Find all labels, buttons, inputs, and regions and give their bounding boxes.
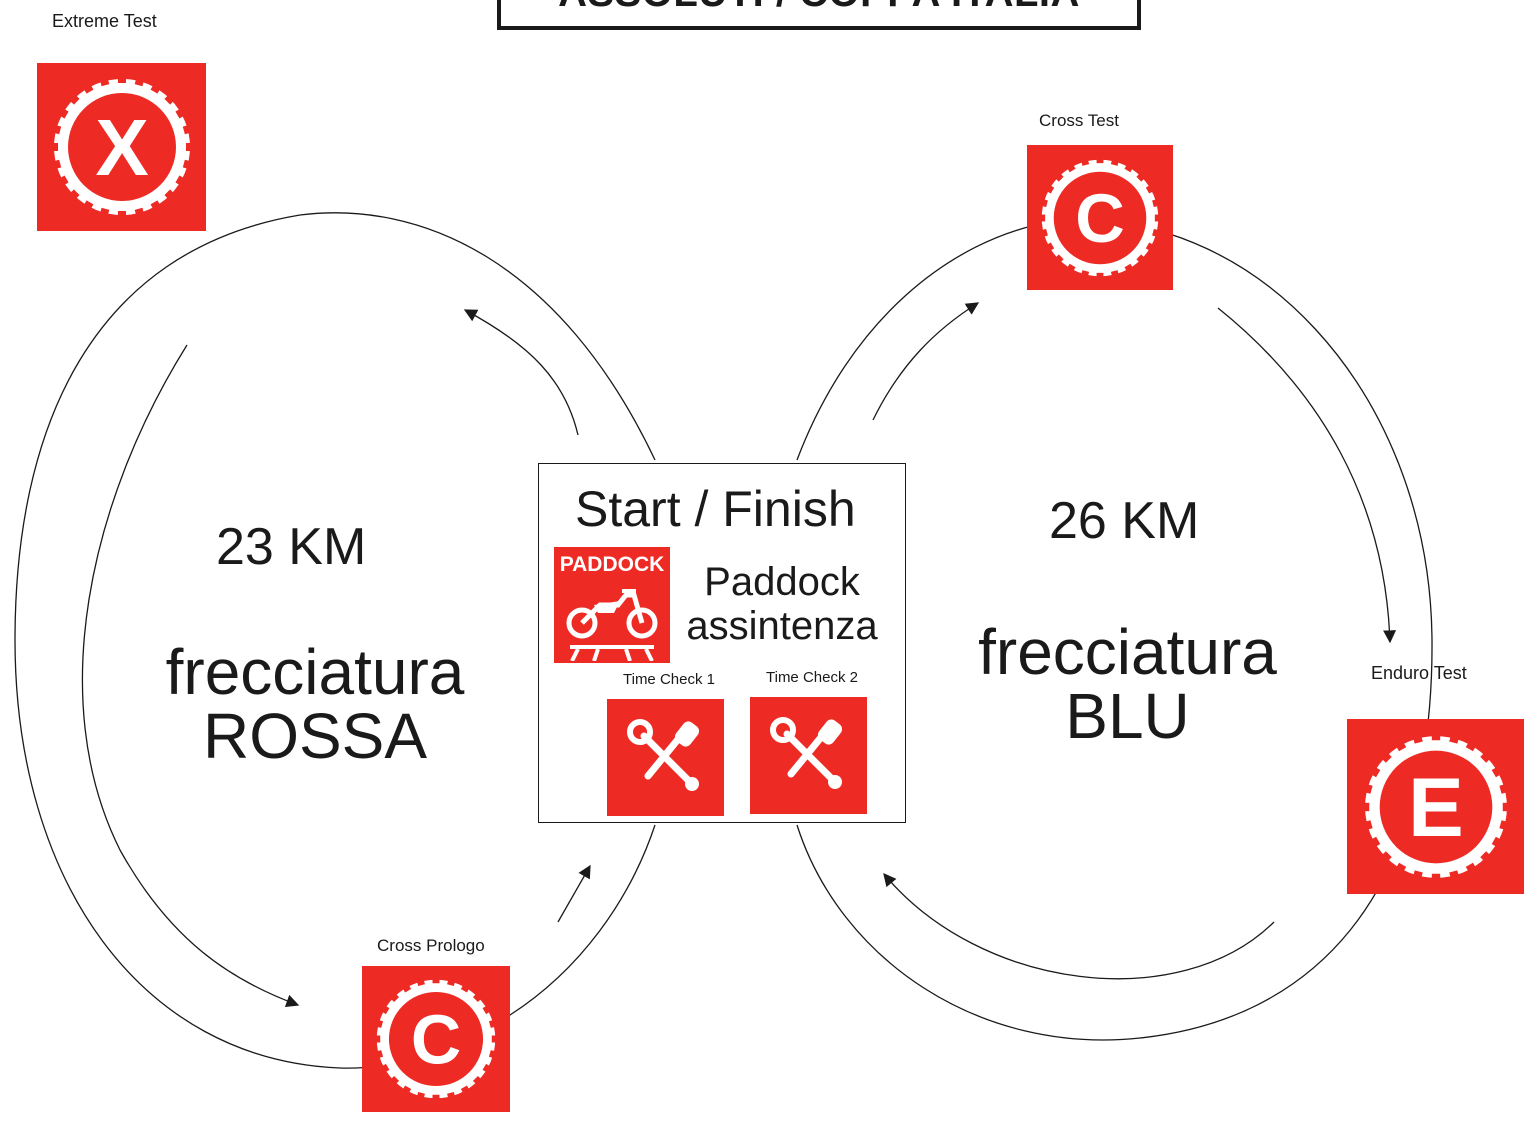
right-loop-distance: 26 KM [1049, 492, 1200, 550]
left-marking-line1: frecciatura [165, 636, 465, 708]
header-title: ASSOLUTI / COPPA ITALIA [558, 0, 1080, 13]
start-finish-box: Start / Finish PADDOCK Paddock assintenz… [538, 463, 906, 823]
cross-test-label: Cross Test [1039, 111, 1119, 130]
paddock-sign-label: PADDOCK [559, 553, 665, 576]
start-finish-title: Start / Finish [575, 481, 856, 537]
wrench-screwdriver-icon [626, 718, 699, 791]
paddock-line2: assintenza [686, 604, 878, 648]
e-tyre-icon: E [1362, 733, 1509, 880]
right-arrow-down [1217, 307, 1397, 644]
c-tyre-icon: C [375, 978, 497, 1100]
header-box: ASSOLUTI / COPPA ITALIA [497, 0, 1141, 30]
enduro-test-letter: E [1408, 760, 1464, 854]
left-arrow-up [463, 309, 579, 436]
left-marking-line2: ROSSA [202, 700, 428, 772]
cross-test-sign: C [1027, 145, 1173, 290]
left-arrow-return [557, 864, 591, 923]
wrench-screwdriver-icon [769, 716, 842, 789]
cross-prologo-label: Cross Prologo [377, 936, 485, 955]
right-marking-line2: BLU [1065, 680, 1190, 752]
paddock-sign: PADDOCK [554, 547, 670, 663]
cross-prologo-sign: C [362, 966, 510, 1112]
time-check-2-label: Time Check 2 [766, 669, 858, 686]
paddock-line1: Paddock [704, 560, 860, 604]
right-loop-marking: frecciatura BLU [975, 620, 1280, 748]
motorbike-icon [566, 589, 658, 661]
right-marking-line1: frecciatura [978, 616, 1277, 688]
paddock-text: Paddock assintenza [677, 560, 887, 648]
extreme-test-label: Extreme Test [52, 11, 157, 31]
time-check-1-label: Time Check 1 [623, 671, 715, 688]
extreme-test-letter: X [95, 103, 148, 192]
time-check-1-sign [607, 699, 724, 816]
cross-prologo-letter: C [411, 1000, 461, 1078]
enduro-test-label: Enduro Test [1371, 663, 1467, 683]
extreme-test-sign: X [37, 63, 206, 231]
left-loop-distance: 23 KM [216, 518, 367, 576]
enduro-test-sign: E [1347, 719, 1524, 894]
cross-test-letter: C [1075, 180, 1125, 257]
time-check-2-sign [750, 697, 867, 814]
left-arrow-down [81, 344, 300, 1008]
right-arrow-return [883, 872, 1275, 980]
x-tyre-icon: X [51, 77, 192, 217]
right-arrow-up [872, 302, 980, 421]
c-tyre-icon: C [1040, 157, 1160, 278]
left-loop-marking: frecciatura ROSSA [160, 640, 470, 768]
right-loop-outer [796, 219, 1433, 1041]
